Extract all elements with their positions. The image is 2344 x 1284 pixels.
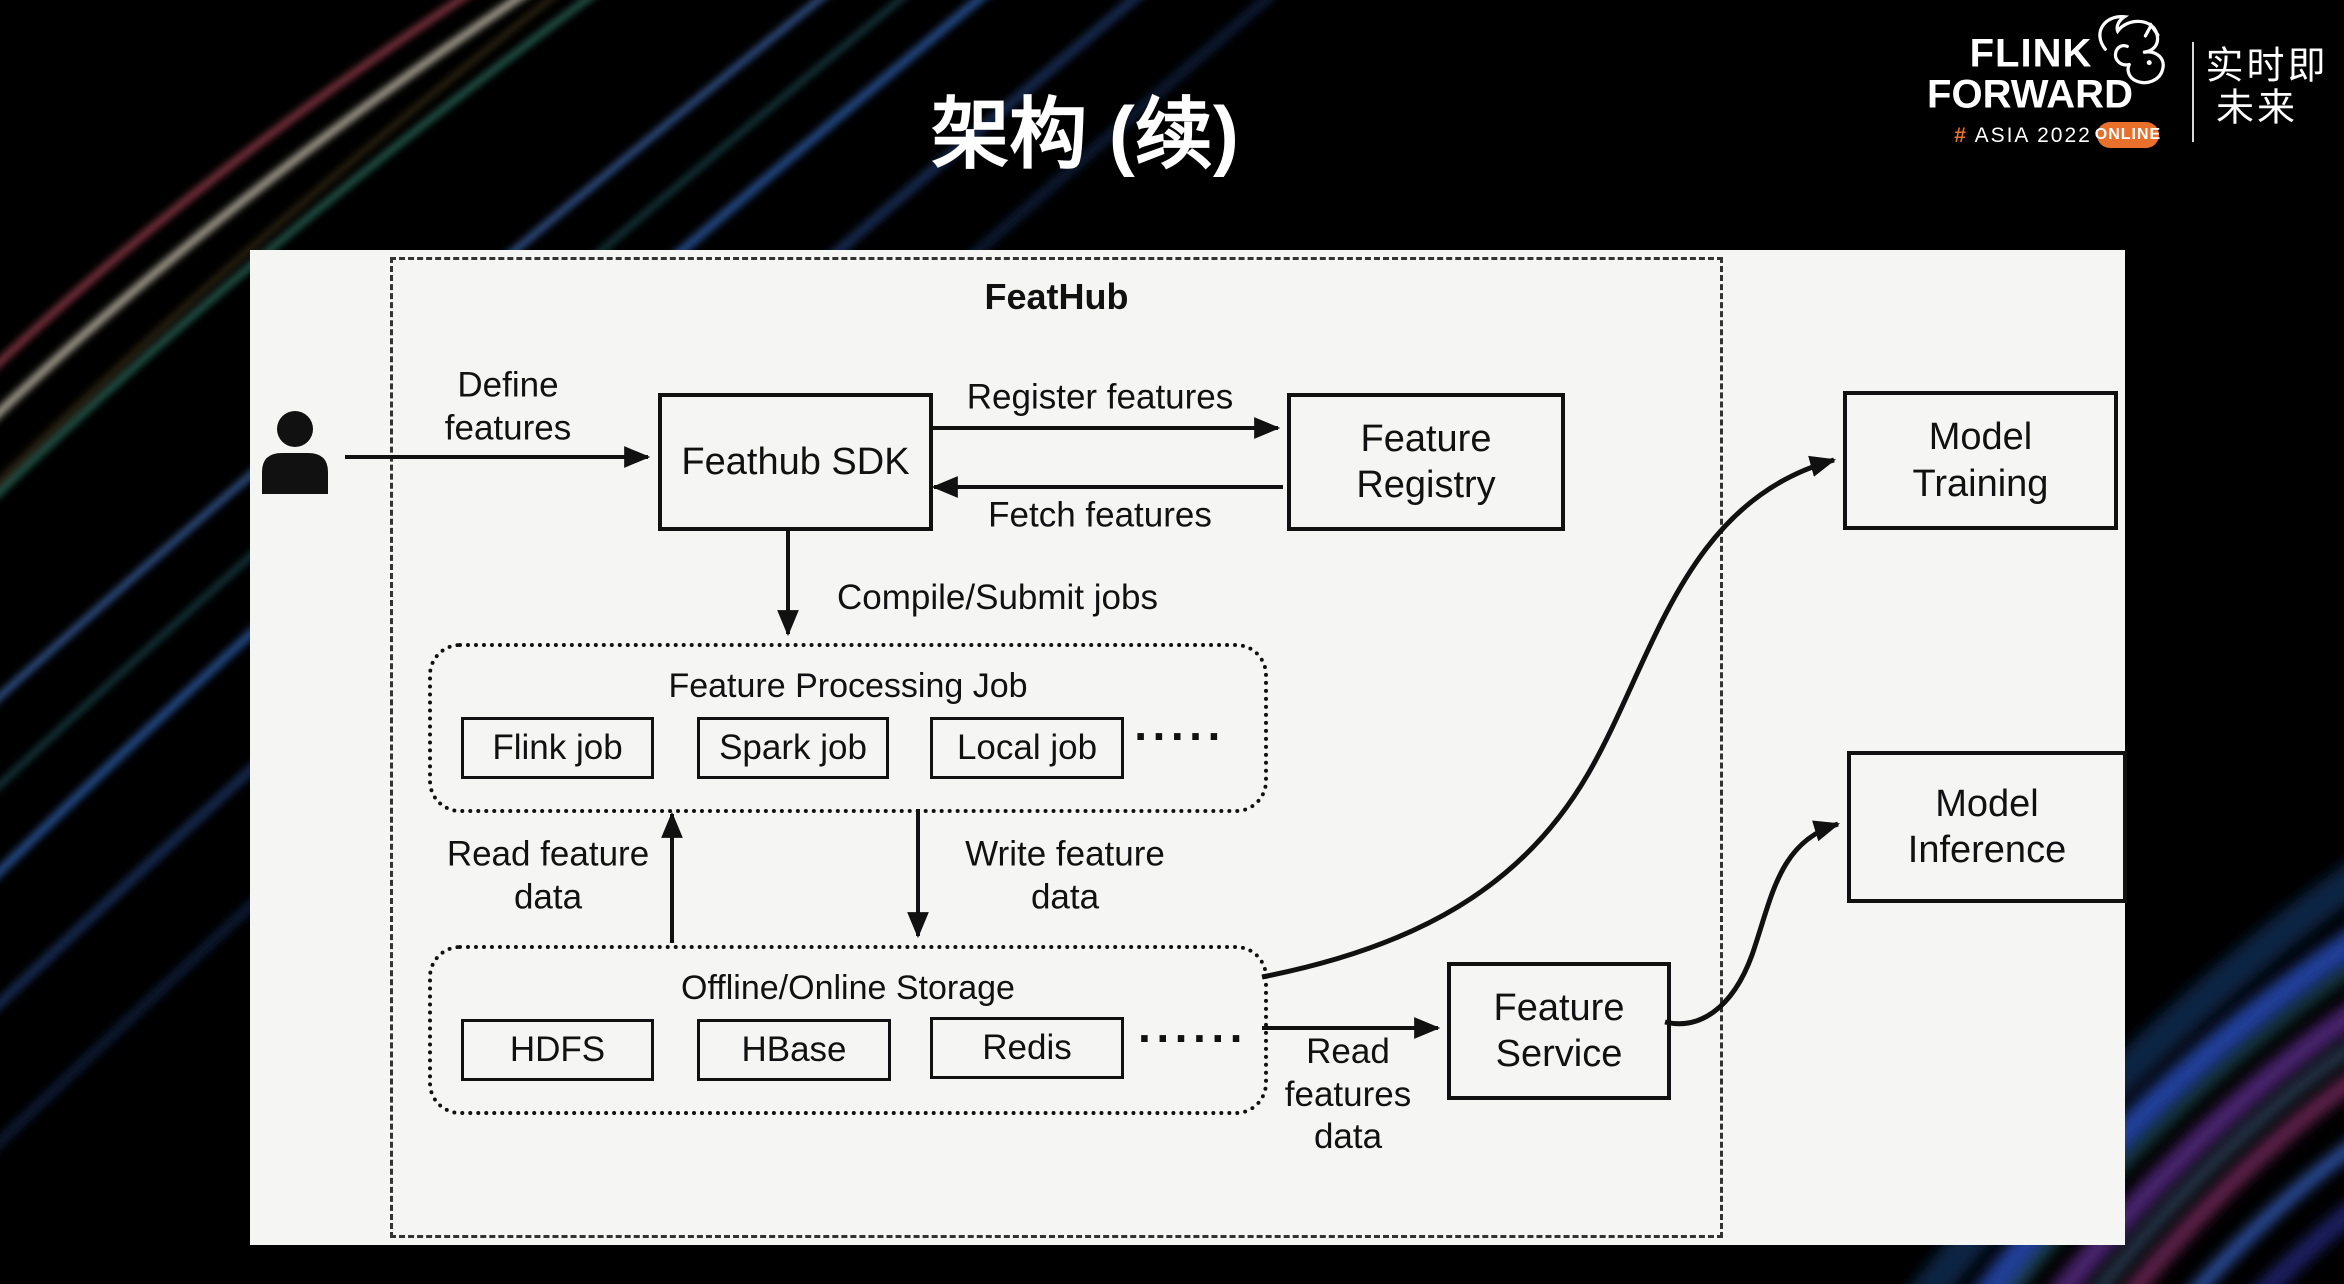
logo-tagline-line2: 未来 [2215, 87, 2299, 130]
processing-ellipsis: ····· [1134, 710, 1226, 762]
node-feature-service-label: Feature Service [1493, 986, 1625, 1075]
slide-title: 架构 (续) [931, 90, 1239, 178]
node-flink-job: Flink job [461, 717, 654, 779]
edge-label-register-features: Register features [966, 377, 1234, 417]
node-hbase-label: HBase [741, 1030, 847, 1069]
storage-label: Offline/Online Storage [681, 969, 1015, 1007]
node-redis-label: Redis [982, 1028, 1072, 1067]
storage-ellipsis: ······ [1138, 1012, 1248, 1064]
edge-label-fetch-features: Fetch features [988, 495, 1212, 535]
feature-processing-group: Feature Processing Job [428, 643, 1268, 813]
feature-processing-label: Feature Processing Job [668, 667, 1028, 705]
node-redis: Redis [930, 1017, 1124, 1079]
node-spark-job: Spark job [697, 717, 889, 779]
edge-label-define-features: Define features [444, 365, 572, 447]
flink-forward-logo: FLINK FORWARD # ASIA 2022 ONLINE 实时即 未来 [1905, 10, 2335, 155]
slide-canvas: FeatHub Feathub SDK Feature Registry Mod… [250, 250, 2127, 1245]
logo-divider [2192, 42, 2194, 142]
storage-group: Offline/Online Storage [428, 945, 1268, 1115]
node-local-job: Local job [930, 717, 1124, 779]
node-spark-job-label: Spark job [719, 728, 867, 767]
node-feature-registry: Feature Registry [1287, 393, 1565, 531]
node-model-inference: Model Inference [1847, 751, 2127, 903]
edge-label-compile-submit: Compile/Submit jobs [837, 578, 1158, 617]
feathub-label: FeatHub [984, 276, 1129, 317]
logo-tagline-line1: 实时即 [2205, 45, 2329, 88]
edge-label-read-features-data: Read features data [1284, 1031, 1412, 1157]
node-flink-job-label: Flink job [492, 728, 623, 767]
logo-hash: # [1954, 124, 1968, 147]
node-hbase: HBase [697, 1019, 891, 1081]
logo-online-badge: ONLINE [2095, 122, 2160, 148]
squirrel-icon [2098, 15, 2165, 85]
node-hdfs: HDFS [461, 1019, 654, 1081]
node-model-training: Model Training [1843, 391, 2118, 530]
edge-label-write-feature-data: Write feature data [965, 834, 1165, 916]
node-feature-service: Feature Service [1447, 962, 1671, 1100]
node-feature-registry-label: Feature Registry [1356, 417, 1496, 506]
node-feathub-sdk: Feathub SDK [658, 393, 933, 531]
node-local-job-label: Local job [956, 728, 1098, 767]
logo-word-flink: FLINK [1969, 31, 2093, 76]
logo-word-forward: FORWARD [1927, 72, 2133, 117]
bottom-right-swirls [1912, 864, 2344, 1284]
edge-label-read-feature-data: Read feature data [446, 834, 650, 916]
node-feathub-sdk-label: Feathub SDK [681, 440, 910, 483]
node-model-inference-label: Model Inference [1907, 782, 2067, 871]
user-icon [262, 411, 328, 494]
logo-event-line: # ASIA 2022 [1954, 124, 2092, 148]
logo-event-text: ASIA 2022 [1974, 124, 2092, 147]
node-hdfs-label: HDFS [509, 1030, 606, 1069]
node-model-training-label: Model Training [1912, 416, 2049, 505]
